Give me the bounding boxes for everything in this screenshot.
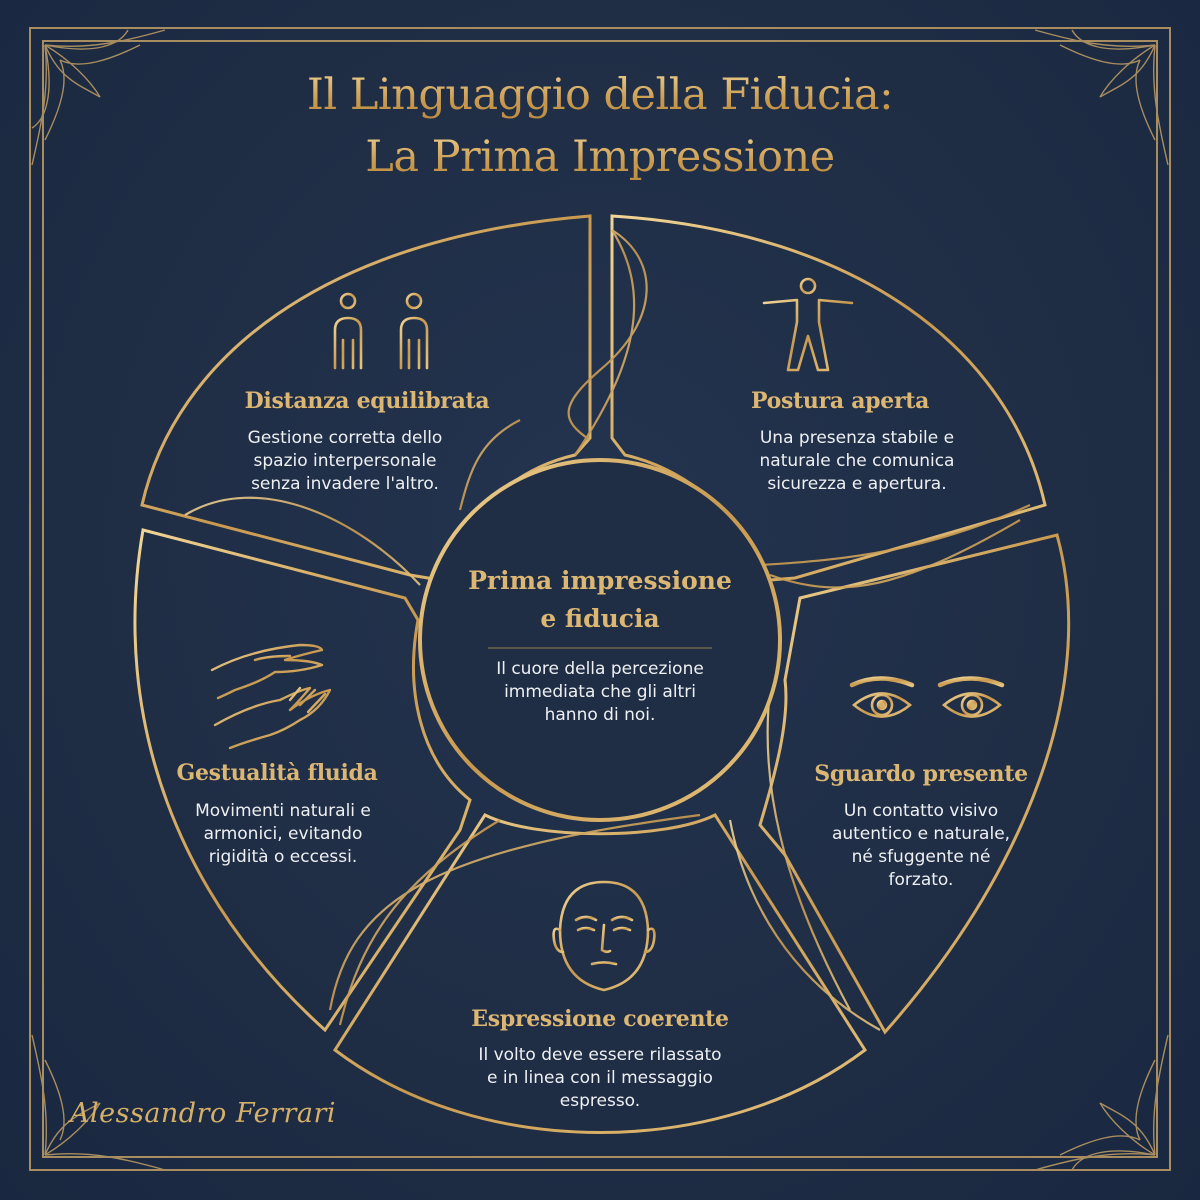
center-circle (418, 458, 782, 822)
corner-ornament-bottom-right (1034, 1034, 1169, 1171)
segment-description: Gestione corretta dello spazio interpers… (247, 428, 443, 494)
eyes-icon (849, 676, 1005, 718)
segment-outline-gestualita (133, 528, 472, 1033)
center-title: Prima impressione e fiducia (468, 566, 732, 633)
page-title-line2: La Prima Impressione (0, 128, 1200, 186)
segment-outline-espressione (332, 813, 868, 1134)
hands-icon (210, 643, 332, 750)
page-title-line1: Il Linguaggio della Fiducia: (0, 66, 1200, 124)
face-icon (552, 880, 656, 992)
segment-title: Gestualità fluida (176, 760, 378, 786)
corner-ornament-top-left (31, 29, 166, 166)
double-frame-border (29, 27, 1171, 1171)
center-description: Il cuore della percezione immediata che … (496, 659, 704, 725)
segment-description: Il volto deve essere rilassato e in line… (478, 1045, 722, 1111)
two-people-distance-icon (333, 292, 429, 370)
segment-title: Postura aperta (750, 388, 930, 414)
segment-description: Una presenza stabile e naturale che comu… (759, 428, 955, 494)
open-posture-icon (762, 277, 854, 374)
author-signature: Alessandro Ferrari (70, 1098, 337, 1129)
segment-title: Espressione coerente (471, 1006, 729, 1032)
corner-ornament-bottom-left (31, 1034, 166, 1171)
segment-outline-sguardo (758, 533, 1071, 1035)
segment-title: Sguardo presente (814, 761, 1028, 787)
segment-title: Distanza equilibrata (244, 388, 490, 414)
corner-ornament-top-right (1034, 29, 1169, 166)
segment-description: Movimenti naturali e armonici, evitando … (195, 801, 371, 867)
segment-description: Un contatto visivo autentico e naturale,… (831, 801, 1011, 890)
